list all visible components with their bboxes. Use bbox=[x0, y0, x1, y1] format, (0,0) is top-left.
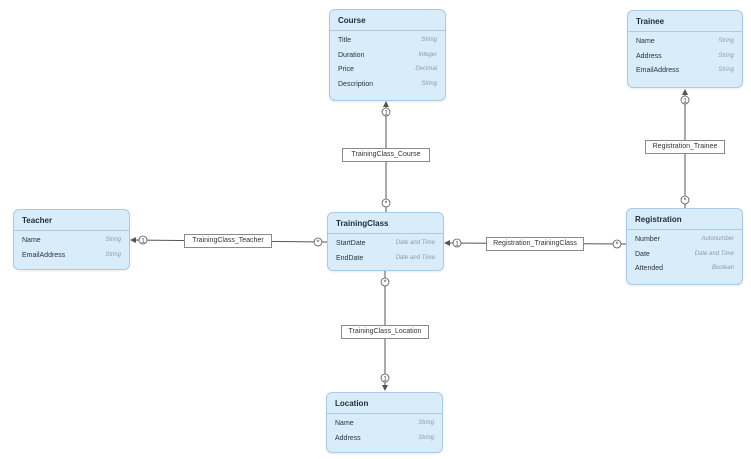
relationship-label-registration-training-class[interactable]: Registration_TrainingClass bbox=[486, 237, 584, 251]
svg-text:1: 1 bbox=[141, 239, 145, 245]
attribute-row[interactable]: Name String bbox=[636, 36, 734, 51]
attribute-name: Duration bbox=[338, 51, 365, 59]
entity-location[interactable]: Location Name String Address String bbox=[326, 392, 443, 453]
attribute-type: String bbox=[418, 420, 434, 426]
attribute-name: Number bbox=[635, 236, 660, 243]
attribute-name: EmailAddress bbox=[22, 251, 66, 259]
attribute-type: Decimal bbox=[415, 66, 437, 72]
attribute-type: String bbox=[105, 237, 121, 243]
attribute-row[interactable]: StartDate Date and Time bbox=[336, 238, 435, 253]
svg-text:*: * bbox=[317, 240, 320, 247]
attribute-type: String bbox=[718, 52, 734, 59]
relationship-label-training-class-course[interactable]: TrainingClass_Course bbox=[342, 148, 430, 162]
svg-text:*: * bbox=[684, 198, 687, 205]
attribute-type: String bbox=[718, 67, 734, 73]
svg-text:1: 1 bbox=[384, 111, 388, 117]
attribute-name: Name bbox=[335, 420, 354, 427]
entity-title: Teacher bbox=[14, 210, 129, 231]
attribute-type: String bbox=[718, 38, 734, 44]
entity-title: TrainingClass bbox=[328, 213, 443, 234]
attribute-type: Date and Time bbox=[395, 254, 435, 261]
entity-course[interactable]: Course Title String Duration Integer Pri… bbox=[329, 9, 446, 101]
many-marker-training-class-course: * bbox=[381, 198, 391, 208]
relationship-label-training-class-location[interactable]: TrainingClass_Location bbox=[341, 325, 429, 339]
attribute-name: Price bbox=[338, 66, 354, 73]
attribute-name: Title bbox=[338, 37, 351, 44]
attribute-row[interactable]: Date Date and Time bbox=[635, 249, 734, 264]
attribute-row[interactable]: Address String bbox=[636, 51, 734, 66]
one-marker-registration-trainee: 1 bbox=[680, 95, 690, 105]
attribute-name: Description bbox=[338, 80, 374, 88]
many-marker-registration-training-class: * bbox=[612, 239, 622, 249]
attribute-type: Date and Time bbox=[395, 240, 435, 246]
attribute-type: String bbox=[421, 80, 437, 87]
attribute-name: EmailAddress bbox=[636, 67, 680, 74]
relationship-label-registration-trainee[interactable]: Registration_Trainee bbox=[645, 140, 725, 154]
attribute-row[interactable]: Title String bbox=[338, 35, 437, 50]
svg-text:1: 1 bbox=[455, 242, 459, 248]
one-marker-training-class-teacher: 1 bbox=[138, 235, 148, 245]
attribute-row[interactable]: Name String bbox=[22, 235, 121, 250]
attribute-row[interactable]: Attended Boolean bbox=[635, 263, 734, 278]
attribute-row[interactable]: Price Decimal bbox=[338, 64, 437, 79]
attribute-name: StartDate bbox=[336, 240, 366, 247]
many-marker-training-class-teacher: * bbox=[313, 237, 323, 247]
entity-registration[interactable]: Registration Number Autonumber Date Date… bbox=[626, 208, 743, 285]
svg-text:*: * bbox=[384, 280, 387, 287]
many-marker-registration-trainee: * bbox=[680, 195, 690, 205]
attribute-type: Integer bbox=[418, 51, 437, 58]
attribute-name: Name bbox=[636, 38, 655, 45]
entity-title: Course bbox=[330, 10, 445, 31]
attribute-row[interactable]: EmailAddress String bbox=[636, 65, 734, 80]
attribute-name: EndDate bbox=[336, 254, 364, 262]
attribute-name: Date bbox=[635, 250, 650, 258]
attribute-type: Boolean bbox=[711, 265, 734, 271]
svg-text:*: * bbox=[385, 201, 388, 208]
attribute-row[interactable]: Duration Integer bbox=[338, 50, 437, 65]
attribute-type: Date and Time bbox=[694, 250, 734, 257]
svg-text:*: * bbox=[616, 242, 619, 249]
attribute-name: Name bbox=[22, 237, 41, 244]
attribute-row[interactable]: Description String bbox=[338, 79, 437, 94]
attribute-name: Attended bbox=[635, 265, 664, 272]
entity-title: Registration bbox=[627, 209, 742, 230]
attribute-name: Address bbox=[636, 52, 662, 60]
entity-title: Trainee bbox=[628, 11, 742, 32]
attribute-type: String bbox=[418, 434, 434, 441]
attribute-name: Address bbox=[335, 434, 361, 442]
svg-text:1: 1 bbox=[383, 377, 387, 383]
entity-title: Location bbox=[327, 393, 442, 414]
one-marker-registration-training-class: 1 bbox=[452, 238, 462, 248]
many-marker-training-class-location: * bbox=[380, 277, 390, 287]
attribute-type: Autonumber bbox=[701, 236, 734, 242]
one-marker-training-class-course: 1 bbox=[381, 107, 391, 117]
attribute-type: String bbox=[105, 251, 121, 258]
attribute-row[interactable]: Name String bbox=[335, 418, 434, 433]
entity-teacher[interactable]: Teacher Name String EmailAddress String bbox=[13, 209, 130, 270]
attribute-row[interactable]: EndDate Date and Time bbox=[336, 253, 435, 268]
entity-training-class[interactable]: TrainingClass StartDate Date and Time En… bbox=[327, 212, 444, 271]
attribute-row[interactable]: EmailAddress String bbox=[22, 250, 121, 265]
relationship-label-training-class-teacher[interactable]: TrainingClass_Teacher bbox=[184, 234, 272, 248]
attribute-type: String bbox=[421, 37, 437, 43]
entity-trainee[interactable]: Trainee Name String Address String Email… bbox=[627, 10, 743, 88]
attribute-row[interactable]: Number Autonumber bbox=[635, 234, 734, 249]
attribute-row[interactable]: Address String bbox=[335, 433, 434, 448]
one-marker-training-class-location: 1 bbox=[380, 373, 390, 383]
svg-text:1: 1 bbox=[683, 99, 687, 105]
